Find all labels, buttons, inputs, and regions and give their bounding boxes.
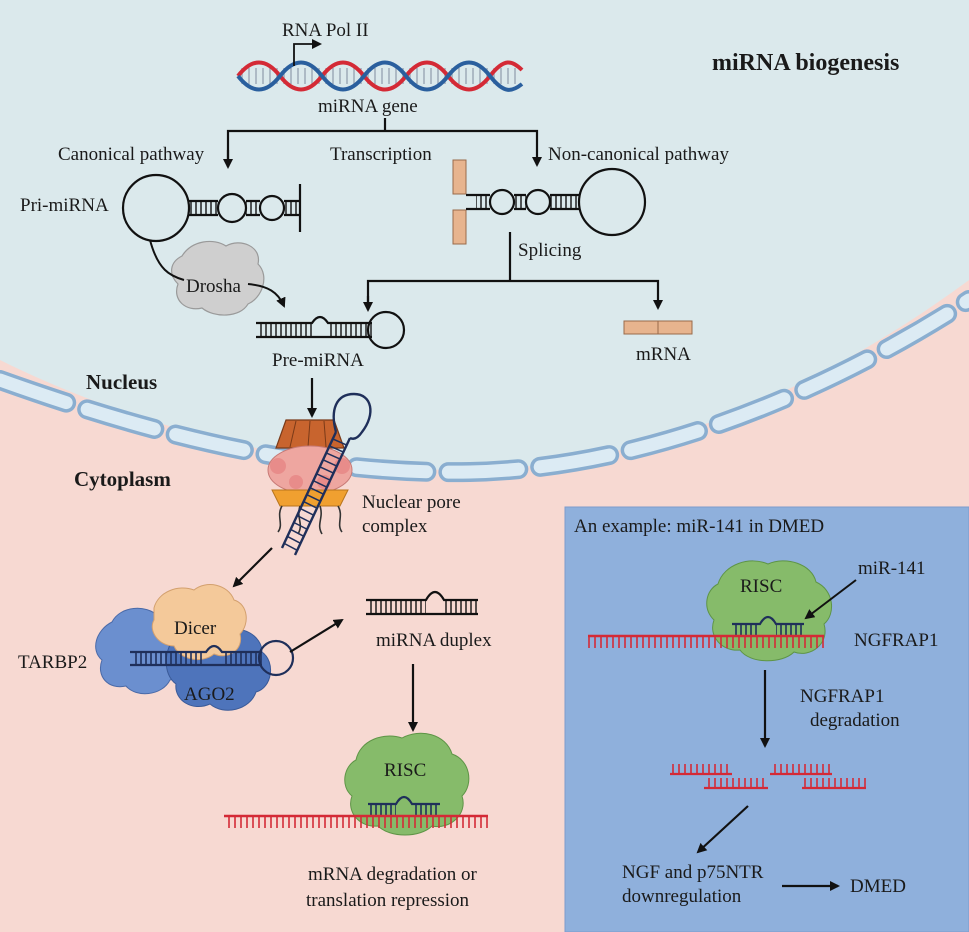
risc-guide-strand bbox=[368, 795, 440, 816]
mir141-label: miR-141 bbox=[858, 558, 926, 579]
pre-mirna-hairpin bbox=[256, 310, 406, 350]
nuclear-pore-complex bbox=[267, 419, 353, 535]
dicer-protein bbox=[151, 584, 247, 661]
degradation-label-2: degradation bbox=[810, 710, 900, 731]
downregulation-label-1: NGF and p75NTR bbox=[622, 862, 764, 883]
non-canonical-pathway-label: Non-canonical pathway bbox=[548, 144, 729, 165]
drosha-protein bbox=[171, 240, 265, 316]
splicing-label: Splicing bbox=[518, 240, 582, 261]
degradation-label-1: NGFRAP1 bbox=[800, 686, 884, 707]
pathway-branch bbox=[223, 118, 542, 169]
drosha-label: Drosha bbox=[186, 276, 241, 297]
example-risc-label: RISC bbox=[740, 576, 782, 597]
nuclear-envelope bbox=[0, 290, 969, 483]
rna-pol-label: RNA Pol II bbox=[282, 20, 369, 41]
example-ngfrap1-mrna bbox=[588, 634, 824, 648]
to-dicer-arrow bbox=[232, 547, 273, 588]
mirna-duplex-label: miRNA duplex bbox=[376, 630, 492, 651]
target-mrna bbox=[224, 814, 488, 828]
canonical-pathway-label: Canonical pathway bbox=[58, 144, 205, 165]
pre-mirna-label: Pre-miRNA bbox=[272, 350, 364, 371]
mirna-gene-label: miRNA gene bbox=[318, 96, 418, 117]
pri-mirna-hairpin bbox=[121, 173, 302, 243]
mirna-duplex bbox=[366, 590, 478, 616]
pre-mirna-export bbox=[280, 392, 372, 556]
transcription-label: Transcription bbox=[330, 144, 432, 165]
ngfrap1-label: NGFRAP1 bbox=[854, 630, 938, 651]
example-mir141-strand bbox=[732, 615, 804, 636]
cytoplasm-label: Cytoplasm bbox=[74, 467, 171, 491]
dna-helix-icon bbox=[236, 60, 524, 92]
drosha-to-pre-arrow bbox=[247, 283, 286, 308]
tarbp2-label: TARBP2 bbox=[18, 652, 87, 673]
nuclear-pore-label-1: Nuclear pore bbox=[362, 492, 461, 513]
page-title: miRNA biogenesis bbox=[712, 50, 899, 76]
nuclear-pore-label-2: complex bbox=[362, 516, 428, 537]
outcome-label-2: translation repression bbox=[306, 890, 470, 911]
downregulation-label-2: downregulation bbox=[622, 886, 742, 907]
ngfrap1-fragments bbox=[670, 764, 866, 790]
outcome-label-1: mRNA degradation or bbox=[308, 864, 478, 885]
mrna-exons bbox=[623, 320, 693, 335]
pri-mirna-label: Pri-miRNA bbox=[20, 195, 109, 216]
mrna-label: mRNA bbox=[636, 344, 691, 365]
mir141-pointer-arrow bbox=[804, 579, 857, 620]
transcription-start-arrow bbox=[293, 39, 322, 66]
dmed-label: DMED bbox=[850, 876, 906, 897]
nucleus-label: Nucleus bbox=[86, 370, 157, 394]
downregulation-arrow bbox=[696, 805, 749, 854]
example-heading: An example: miR-141 in DMED bbox=[574, 516, 824, 537]
non-canonical-hairpin bbox=[452, 159, 647, 245]
dicer-label: Dicer bbox=[174, 618, 217, 639]
risc-label: RISC bbox=[384, 760, 426, 781]
splicing-branch bbox=[363, 232, 663, 312]
ago2-label: AGO2 bbox=[184, 684, 235, 705]
drosha-arrow bbox=[149, 239, 185, 281]
to-duplex-arrow bbox=[289, 618, 344, 653]
dicer-duplex bbox=[130, 639, 295, 677]
nucleus-region bbox=[0, 0, 969, 470]
